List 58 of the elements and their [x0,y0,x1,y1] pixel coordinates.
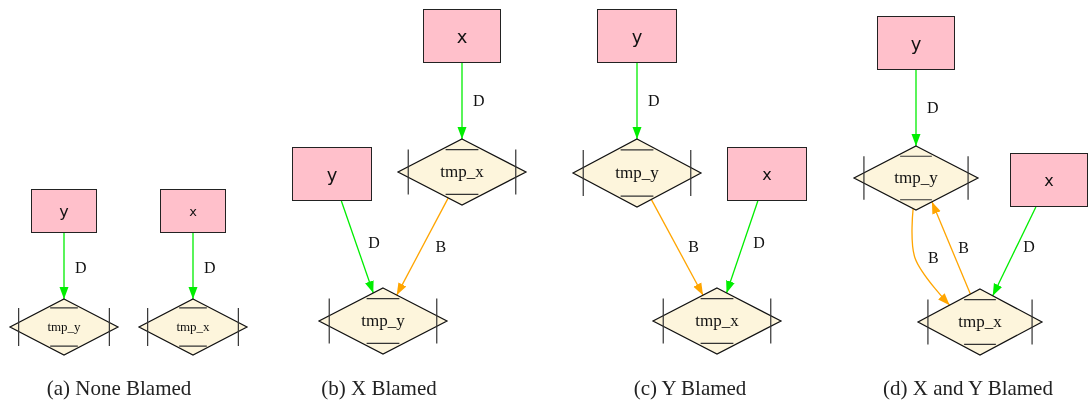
temp-diamond [854,146,978,210]
temp-diamond [139,299,247,355]
node-label: x [189,203,197,219]
node-label: tmp_x [958,312,1002,332]
variable-box [292,147,372,201]
edge-label: B [927,250,940,266]
edge-label: D [367,235,381,251]
edge-label: D [647,93,661,109]
node-label: tmp_y [361,311,405,331]
node-label: tmp_x [440,162,484,182]
arrow [340,200,374,294]
arrow [188,232,198,300]
edge-label: D [926,100,940,116]
edge-label: D [472,93,486,109]
arrow [457,62,467,140]
edge-label: B [957,239,970,256]
arrow [59,232,69,300]
temp-diamond [319,288,447,354]
arrow [632,62,642,140]
arrow [911,69,921,147]
edge-label: D [752,234,766,251]
arrow [396,197,449,296]
edge-label: B [434,238,448,255]
variable-box [597,9,677,63]
arrow [931,201,972,295]
arrow [911,207,951,306]
node-label: tmp_x [695,311,739,331]
arrow [725,200,759,294]
variable-box [1010,153,1088,207]
node-label: y [910,32,922,54]
variable-box [877,16,955,70]
variable-box [727,147,807,201]
arrow [650,198,704,296]
edge-label: D [74,260,88,276]
panel-caption: (c) Y Blamed [633,376,747,401]
node-label: tmp_y [894,168,938,188]
temp-diamond [10,299,118,355]
node-label: tmp_y [47,319,81,335]
panel-caption: (b) X Blamed [321,376,437,401]
node-label: y [59,201,69,221]
temp-diamond [918,289,1042,355]
variable-box [423,9,501,63]
arrow [992,206,1037,297]
node-label: y [631,25,643,47]
variable-box [160,189,226,233]
temp-diamond [573,139,701,207]
node-label: y [326,163,338,185]
variable-box [31,189,97,233]
panel-caption: (a) None Blamed [46,376,192,401]
temp-diamond [653,288,781,354]
node-label: tmp_y [615,163,659,183]
temp-diamond [398,139,526,205]
node-label: tmp_x [176,319,210,335]
edge-label: D [203,260,217,276]
node-label: x [456,25,468,47]
node-label: x [762,164,772,184]
node-label: x [1044,170,1054,190]
panel-caption: (d) X and Y Blamed [883,376,1053,401]
